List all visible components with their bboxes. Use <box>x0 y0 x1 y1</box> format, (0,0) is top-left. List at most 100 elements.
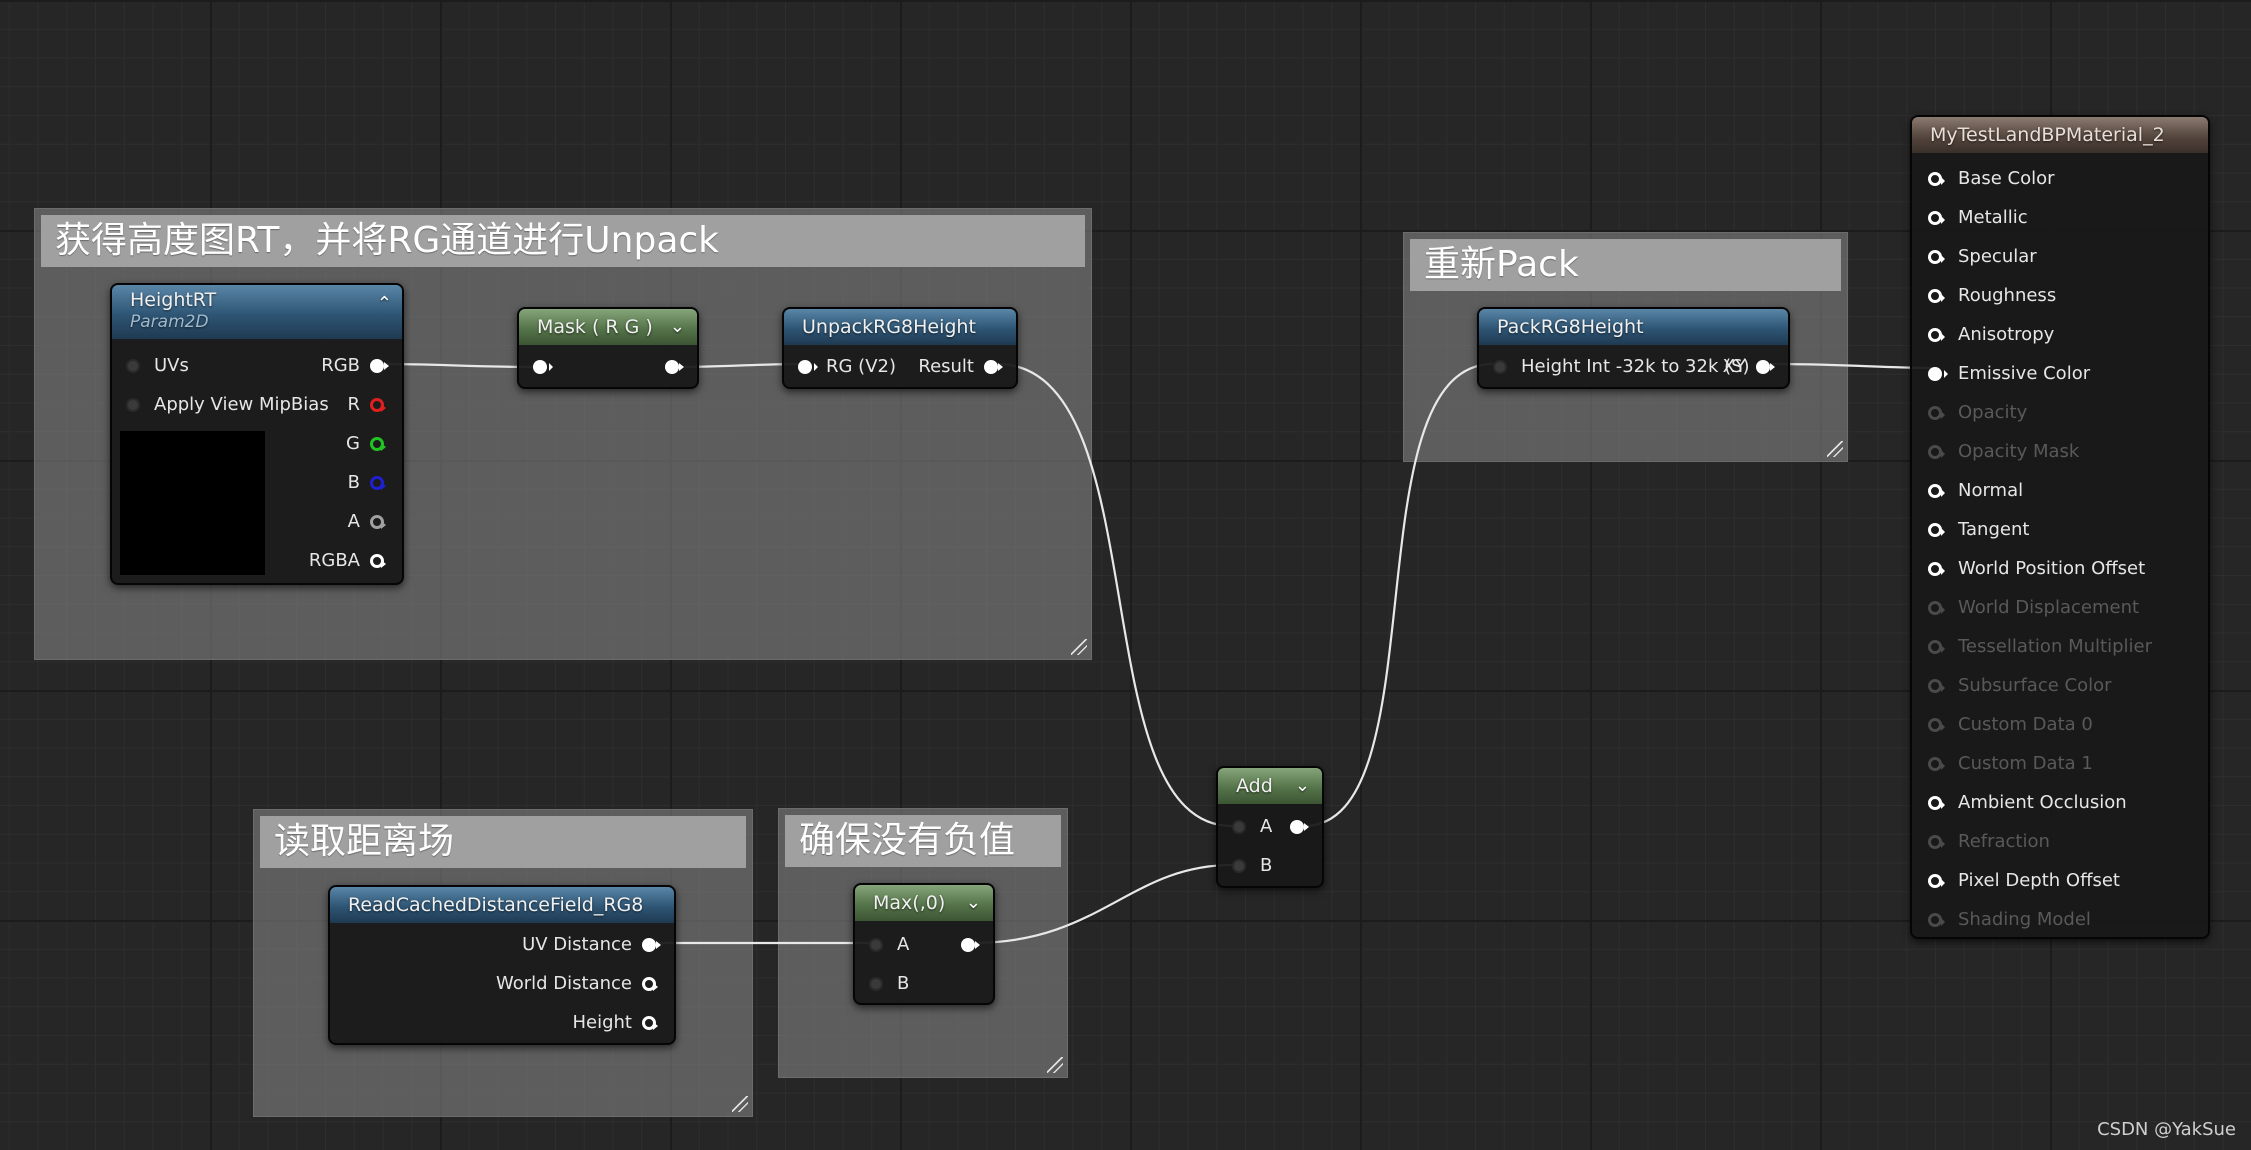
input-pin-b[interactable] <box>869 977 883 991</box>
node-max[interactable]: Max(,0) ⌄ A B <box>853 883 995 1005</box>
output-pin-uv-distance[interactable] <box>642 938 661 952</box>
comment-title[interactable]: 确保没有负值 <box>785 815 1061 867</box>
output-pin-result[interactable] <box>984 360 1003 374</box>
node-mask[interactable]: Mask ( R G ) ⌄ <box>517 307 699 389</box>
material-input-pin[interactable] <box>1928 562 1945 576</box>
node-title: MyTestLandBPMaterial_2 <box>1930 124 2165 146</box>
output-pin-rgba[interactable] <box>370 554 386 568</box>
material-input-pin <box>1928 835 1945 849</box>
pin-label: A <box>897 934 910 955</box>
material-input-pin[interactable] <box>1928 796 1945 810</box>
output-pin-b[interactable] <box>370 476 386 490</box>
pin-label: UV Distance <box>522 934 632 955</box>
pin-label: Height Int -32k to 32k (S) <box>1521 356 1750 377</box>
material-pin-label: Metallic <box>1958 207 2028 228</box>
material-input-pin[interactable] <box>1928 289 1945 303</box>
material-pin-label: Ambient Occlusion <box>1958 792 2127 813</box>
output-pin-world-distance[interactable] <box>642 977 658 991</box>
node-title: UnpackRG8Height <box>802 316 976 338</box>
resize-grip-icon[interactable] <box>1047 1057 1063 1073</box>
material-input-pin <box>1928 601 1945 615</box>
input-pin-uvs[interactable] <box>126 359 140 373</box>
input-pin-rg[interactable] <box>798 360 818 374</box>
texture-preview <box>120 431 265 575</box>
output-pin-height[interactable] <box>642 1016 658 1030</box>
pin-label: RGB <box>321 355 360 376</box>
pin-label: Apply View MipBias <box>154 394 329 415</box>
node-header[interactable]: Mask ( R G ) ⌄ <box>519 309 697 345</box>
material-input-pin <box>1928 640 1945 654</box>
material-input-pin[interactable] <box>1928 172 1945 186</box>
material-input-pin[interactable] <box>1928 523 1945 537</box>
material-input-pin <box>1928 757 1945 771</box>
node-header[interactable]: UnpackRG8Height <box>784 309 1016 345</box>
node-header[interactable]: ReadCachedDistanceField_RG8 <box>330 887 674 923</box>
resize-grip-icon[interactable] <box>1071 639 1087 655</box>
material-pin-label: Subsurface Color <box>1958 675 2112 696</box>
node-title: HeightRT <box>130 289 217 311</box>
node-height-rt[interactable]: HeightRT Param2D ⌃ UVs Apply View MipBia… <box>110 283 404 585</box>
node-subtitle: Param2D <box>130 312 209 332</box>
output-pin-xy[interactable] <box>1756 360 1775 374</box>
output-pin-rgb[interactable] <box>370 359 389 373</box>
material-input-pin[interactable] <box>1928 250 1945 264</box>
pin-label: B <box>1260 855 1273 876</box>
comment-title[interactable]: 读取距离场 <box>260 816 746 868</box>
wire-max-to-add-b <box>972 863 1233 945</box>
node-title: PackRG8Height <box>1497 316 1644 338</box>
input-pin-b[interactable] <box>1232 859 1246 873</box>
node-add[interactable]: Add ⌄ A B <box>1216 766 1324 888</box>
comment-title[interactable]: 获得高度图RT，并将RG通道进行Unpack <box>41 215 1085 267</box>
input-pin-mipbias[interactable] <box>126 398 140 412</box>
output-pin-a[interactable] <box>370 515 386 529</box>
pin-label: Height <box>572 1012 632 1033</box>
material-pin-label: Normal <box>1958 480 2024 501</box>
node-unpack-rg8-height[interactable]: UnpackRG8Height RG (V2) Result <box>782 307 1018 389</box>
node-title: ReadCachedDistanceField_RG8 <box>348 894 644 916</box>
node-header[interactable]: Add ⌄ <box>1218 768 1322 804</box>
collapse-icon[interactable]: ⌃ <box>376 293 392 314</box>
node-header[interactable]: PackRG8Height <box>1479 309 1788 345</box>
input-pin[interactable] <box>533 360 553 374</box>
material-pin-label: Pixel Depth Offset <box>1958 870 2120 891</box>
material-input-pin[interactable] <box>1928 328 1945 342</box>
output-pin[interactable] <box>961 938 980 952</box>
chevron-down-icon[interactable]: ⌄ <box>669 316 685 337</box>
material-pin-label: Tessellation Multiplier <box>1958 636 2152 657</box>
resize-grip-icon[interactable] <box>732 1096 748 1112</box>
chevron-down-icon[interactable]: ⌄ <box>965 892 981 913</box>
node-header[interactable]: Max(,0) ⌄ <box>855 885 993 921</box>
material-input-pin <box>1928 445 1945 459</box>
material-input-pin <box>1928 679 1945 693</box>
node-header[interactable]: MyTestLandBPMaterial_2 <box>1912 117 2208 153</box>
material-input-pin[interactable] <box>1928 367 1948 381</box>
material-input-pin[interactable] <box>1928 484 1945 498</box>
comment-title[interactable]: 重新Pack <box>1410 239 1841 291</box>
pin-label: B <box>897 973 910 994</box>
material-input-pin[interactable] <box>1928 211 1945 225</box>
node-title: Add <box>1236 775 1273 797</box>
node-read-cached-distance-field[interactable]: ReadCachedDistanceField_RG8 UV Distance … <box>328 885 676 1045</box>
material-pin-label: Anisotropy <box>1958 324 2055 345</box>
node-header[interactable]: HeightRT Param2D ⌃ <box>112 285 402 339</box>
material-input-pin[interactable] <box>1928 874 1945 888</box>
material-pin-label: Tangent <box>1958 519 2030 540</box>
pin-label: R <box>347 394 360 415</box>
output-pin-g[interactable] <box>370 437 386 451</box>
pin-label: RGBA <box>308 550 360 571</box>
input-pin-height[interactable] <box>1493 360 1507 374</box>
input-pin-a[interactable] <box>869 938 883 952</box>
output-pin[interactable] <box>1290 820 1309 834</box>
material-input-pin <box>1928 913 1945 927</box>
input-pin-a[interactable] <box>1232 820 1246 834</box>
material-pin-label: Shading Model <box>1958 909 2091 930</box>
chevron-down-icon[interactable]: ⌄ <box>1294 775 1310 796</box>
node-pack-rg8-height[interactable]: PackRG8Height Height Int -32k to 32k (S)… <box>1477 307 1790 389</box>
material-pin-label: Opacity Mask <box>1958 441 2080 462</box>
resize-grip-icon[interactable] <box>1827 441 1843 457</box>
material-pin-label: World Position Offset <box>1958 558 2146 579</box>
output-pin[interactable] <box>665 360 684 374</box>
output-pin-r[interactable] <box>370 398 386 412</box>
